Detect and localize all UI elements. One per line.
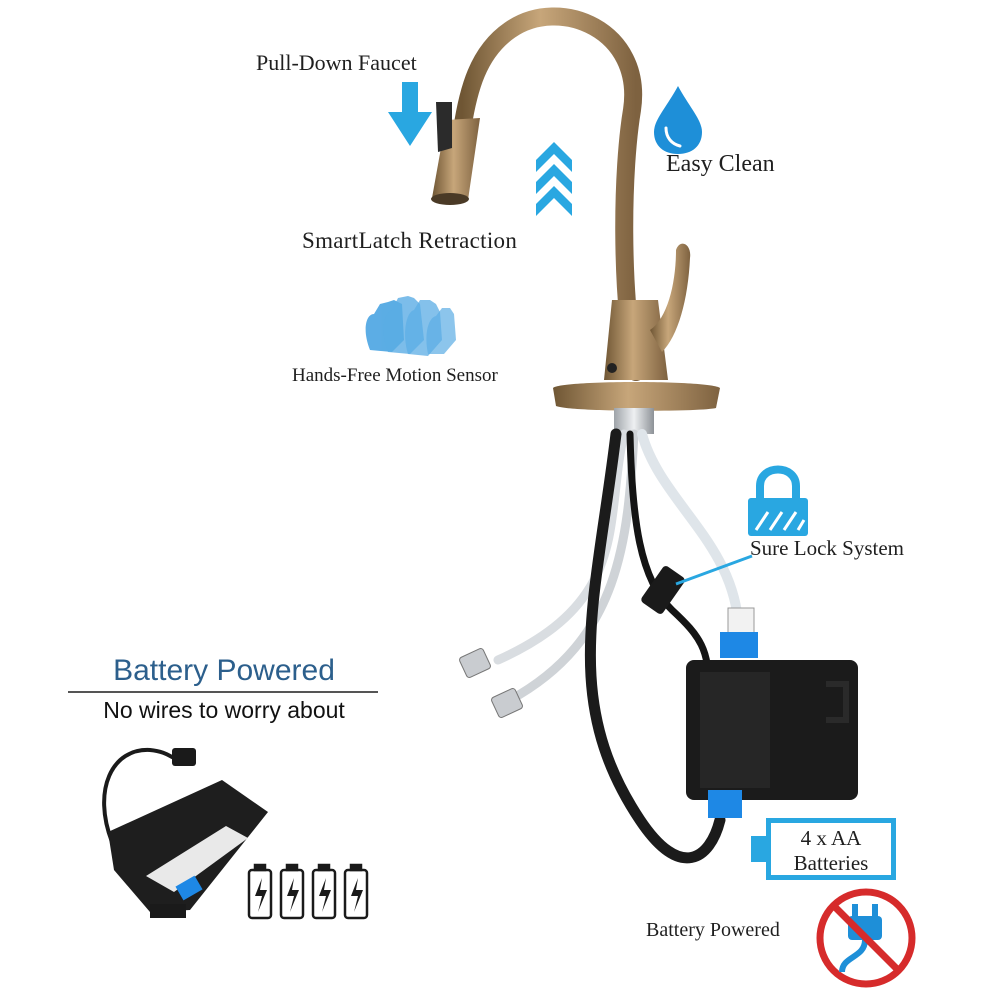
battery-box-type: Batteries [793, 851, 869, 875]
battery-box: 4 x AA Batteries [766, 818, 896, 880]
down-arrow-icon [388, 82, 432, 146]
padlock-icon [748, 465, 808, 536]
hands-free-label: Hands-Free Motion Sensor [292, 365, 498, 386]
hose-fittings [459, 566, 685, 718]
battery-box-terminal [751, 836, 767, 862]
battery-callout-title: Battery Powered [113, 654, 335, 687]
sure-lock-label: Sure Lock System [750, 536, 904, 560]
control-box [686, 607, 858, 818]
battery-pack [102, 747, 268, 918]
hand-wave-icon [365, 296, 456, 356]
pull-down-faucet-label: Pull-Down Faucet [256, 50, 417, 75]
no-plug-icon [816, 888, 916, 988]
sure-lock-pointer [675, 554, 753, 586]
water-drop-icon [654, 86, 702, 154]
easy-clean-label: Easy Clean [666, 151, 775, 177]
battery-box-count: 4 x AA [800, 826, 862, 850]
battery-callout-subtitle: No wires to worry about [103, 697, 345, 723]
smartlatch-label: SmartLatch Retraction [302, 228, 518, 253]
battery-powered-label: Battery Powered [646, 919, 780, 941]
up-chevrons-icon [536, 142, 572, 216]
callout-divider [68, 691, 378, 693]
battery-icon [247, 863, 369, 920]
